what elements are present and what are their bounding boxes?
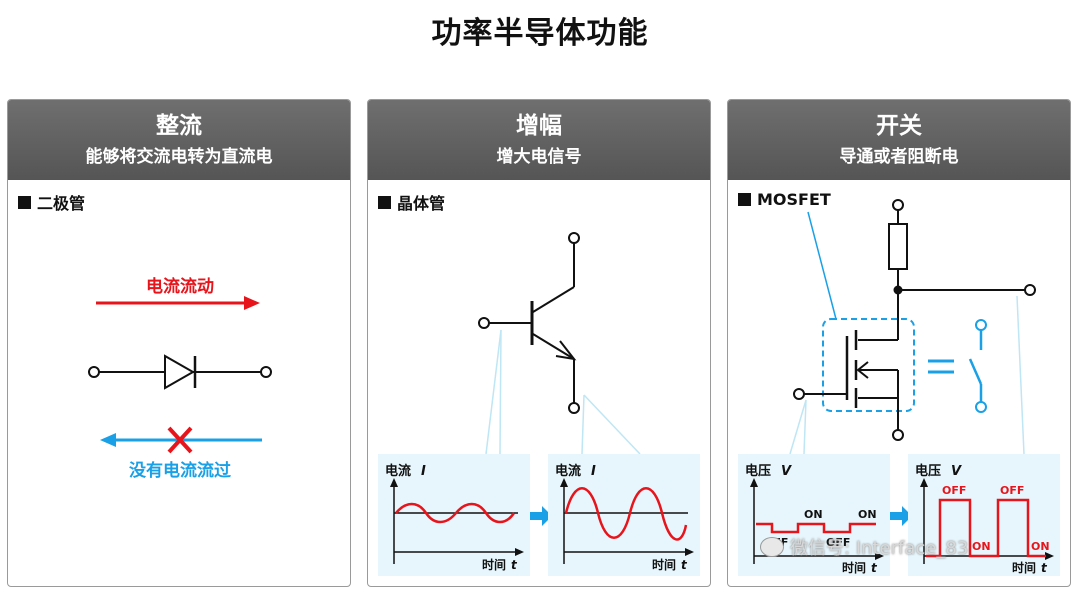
section-label-text: MOSFET [757, 190, 831, 209]
high-square-wave [926, 498, 1046, 558]
graph-xlabel: 时间 [842, 560, 866, 575]
current-graph-small: 电流 I 时间 t [378, 454, 530, 576]
ground-terminal [892, 429, 904, 441]
state-label: ON [972, 540, 991, 553]
section-label: MOSFET [738, 190, 831, 209]
graph-ylabel: 电压 [745, 463, 771, 479]
wechat-icon [760, 537, 784, 557]
graph-ylabel: 电流 [385, 463, 411, 479]
diode-symbol [164, 354, 196, 390]
callout-line [581, 394, 585, 455]
panel-title: 增幅 [516, 113, 562, 139]
watermark-text: 微信号: Interface_83 [790, 538, 969, 559]
callout-line [803, 399, 807, 455]
reverse-arrow-head [100, 433, 116, 447]
vdd-terminal [892, 199, 904, 211]
panel-rectify: 整流 能够将交流电转为直流电 二极管 电流流动 没有电流流过 [7, 99, 351, 587]
graph-xsym: t [511, 558, 518, 572]
forward-current-label: 电流流动 [146, 276, 214, 297]
section-label: 晶体管 [378, 190, 445, 214]
diode-diagram: 电流流动 没有电流流过 [88, 276, 272, 481]
state-label: ON [1031, 540, 1050, 553]
emitter-terminal [568, 402, 580, 414]
base-terminal [478, 317, 490, 329]
amplify-arrow [530, 506, 552, 526]
panel-subtitle: 导通或者阻断电 [839, 147, 959, 167]
square-bullet-icon [18, 195, 31, 209]
terminal-right [260, 366, 272, 378]
output-terminal [1024, 284, 1036, 296]
state-label: OFF [826, 536, 850, 549]
panel-title: 整流 [156, 113, 202, 139]
state-label: OFF [942, 484, 966, 497]
state-label: ON [804, 508, 823, 521]
current-graph-large: 电流 I 时间 t [548, 454, 700, 576]
panel-amplify: 增幅 增大电信号 晶体管 电流 I [367, 99, 711, 587]
callout-line [789, 399, 807, 455]
callout-line [485, 329, 502, 455]
panel-subtitle: 能够将交流电转为直流电 [85, 147, 273, 167]
graph-xlabel: 时间 [652, 557, 676, 572]
panel-header: 开关 导通或者阻断电 [728, 100, 1070, 180]
graph-xsym: t [681, 558, 688, 572]
callout-line [807, 211, 837, 320]
graph-ysym: V [951, 464, 962, 479]
callout-line [499, 329, 502, 455]
reverse-current-label: 没有电流流过 [129, 460, 231, 481]
mosfet-diagram: 电压 V OFF ON OFF ON 时间 t 电压 V OFF ON [738, 199, 1060, 576]
panel-title: 开关 [876, 113, 922, 139]
state-label: OFF [1000, 484, 1024, 497]
graph-xsym: t [1041, 561, 1048, 575]
voltage-graph-on: 电压 V OFF ON OFF ON 时间 t [908, 454, 1060, 576]
graph-xsym: t [871, 561, 878, 575]
panel-switch: 开关 导通或者阻断电 MOSFET [727, 99, 1071, 587]
page-title: 功率半导体功能 [431, 16, 649, 51]
switch-arrow [890, 506, 912, 526]
switch-icon [968, 319, 987, 413]
callout-line [1016, 295, 1025, 455]
gate-terminal [793, 388, 805, 400]
small-sine-wave [395, 502, 516, 524]
graph-ylabel: 电流 [555, 463, 581, 479]
emitter-line [532, 333, 575, 360]
panel-subtitle: 增大电信号 [496, 147, 582, 167]
section-label: 二极管 [18, 190, 85, 214]
panel-header: 整流 能够将交流电转为直流电 [8, 100, 350, 180]
forward-arrow-head [244, 296, 260, 310]
transistor-diagram: 电流 I 时间 t 电流 I 时间 t [378, 232, 700, 576]
terminal-left [88, 366, 100, 378]
low-square-wave [756, 522, 876, 534]
graph-xlabel: 时间 [1012, 560, 1036, 575]
panel-header: 增幅 增大电信号 [368, 100, 710, 180]
section-label-text: 二极管 [37, 194, 86, 213]
callout-line [583, 394, 641, 455]
resistor [888, 223, 908, 270]
collector-terminal [568, 232, 580, 244]
graph-ylabel: 电压 [915, 463, 941, 479]
mosfet-highlight-box [822, 318, 915, 412]
equals-icon [928, 359, 954, 374]
square-bullet-icon [378, 195, 391, 209]
graph-ysym: V [781, 464, 792, 479]
graph-xlabel: 时间 [482, 557, 506, 572]
graph-ysym: I [421, 464, 426, 479]
blocked-x-icon [167, 426, 193, 454]
graph-ysym: I [591, 464, 596, 479]
section-label-text: 晶体管 [397, 194, 446, 213]
state-label: ON [858, 508, 877, 521]
square-bullet-icon [738, 193, 751, 206]
large-sine-wave [564, 487, 688, 541]
watermark: 微信号: Interface_83 [760, 534, 968, 560]
collector-line [532, 286, 575, 313]
